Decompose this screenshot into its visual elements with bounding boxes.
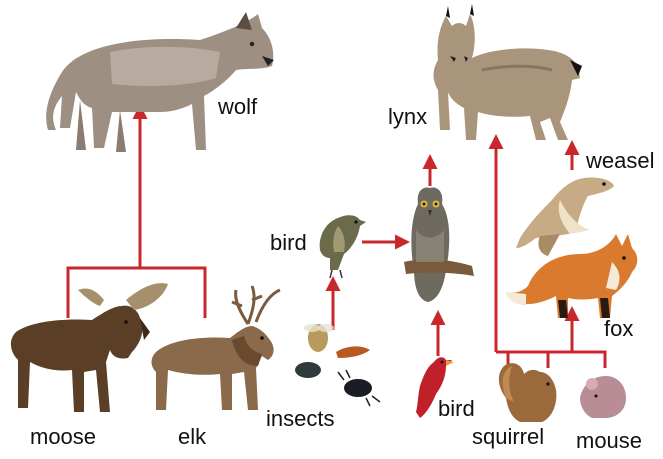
label-insects: insects xyxy=(266,406,334,431)
label-lynx: lynx xyxy=(388,104,427,129)
label-wolf: wolf xyxy=(217,94,258,119)
label-mouse: mouse xyxy=(576,428,642,453)
wolf-illustration xyxy=(46,12,274,152)
label-weasel: weasel xyxy=(585,148,654,173)
moose-illustration xyxy=(11,283,168,412)
arrow-moose-to-wolf xyxy=(68,110,205,318)
label-moose: moose xyxy=(30,424,96,449)
owl-illustration xyxy=(404,188,474,302)
label-fox: fox xyxy=(604,316,633,341)
fox-illustration xyxy=(506,234,637,318)
weasel-illustration xyxy=(516,177,614,256)
label-bird-thrush: bird xyxy=(270,230,307,255)
label-bird-cardinal: bird xyxy=(438,396,475,421)
label-squirrel: squirrel xyxy=(472,424,544,449)
label-elk: elk xyxy=(178,424,207,449)
mouse-illustration xyxy=(580,376,626,418)
lynx-illustration xyxy=(434,4,583,140)
thrush-bird-illustration xyxy=(320,215,366,278)
elk-illustration xyxy=(152,286,281,410)
squirrel-illustration xyxy=(499,363,556,422)
insects-illustration xyxy=(295,324,380,406)
